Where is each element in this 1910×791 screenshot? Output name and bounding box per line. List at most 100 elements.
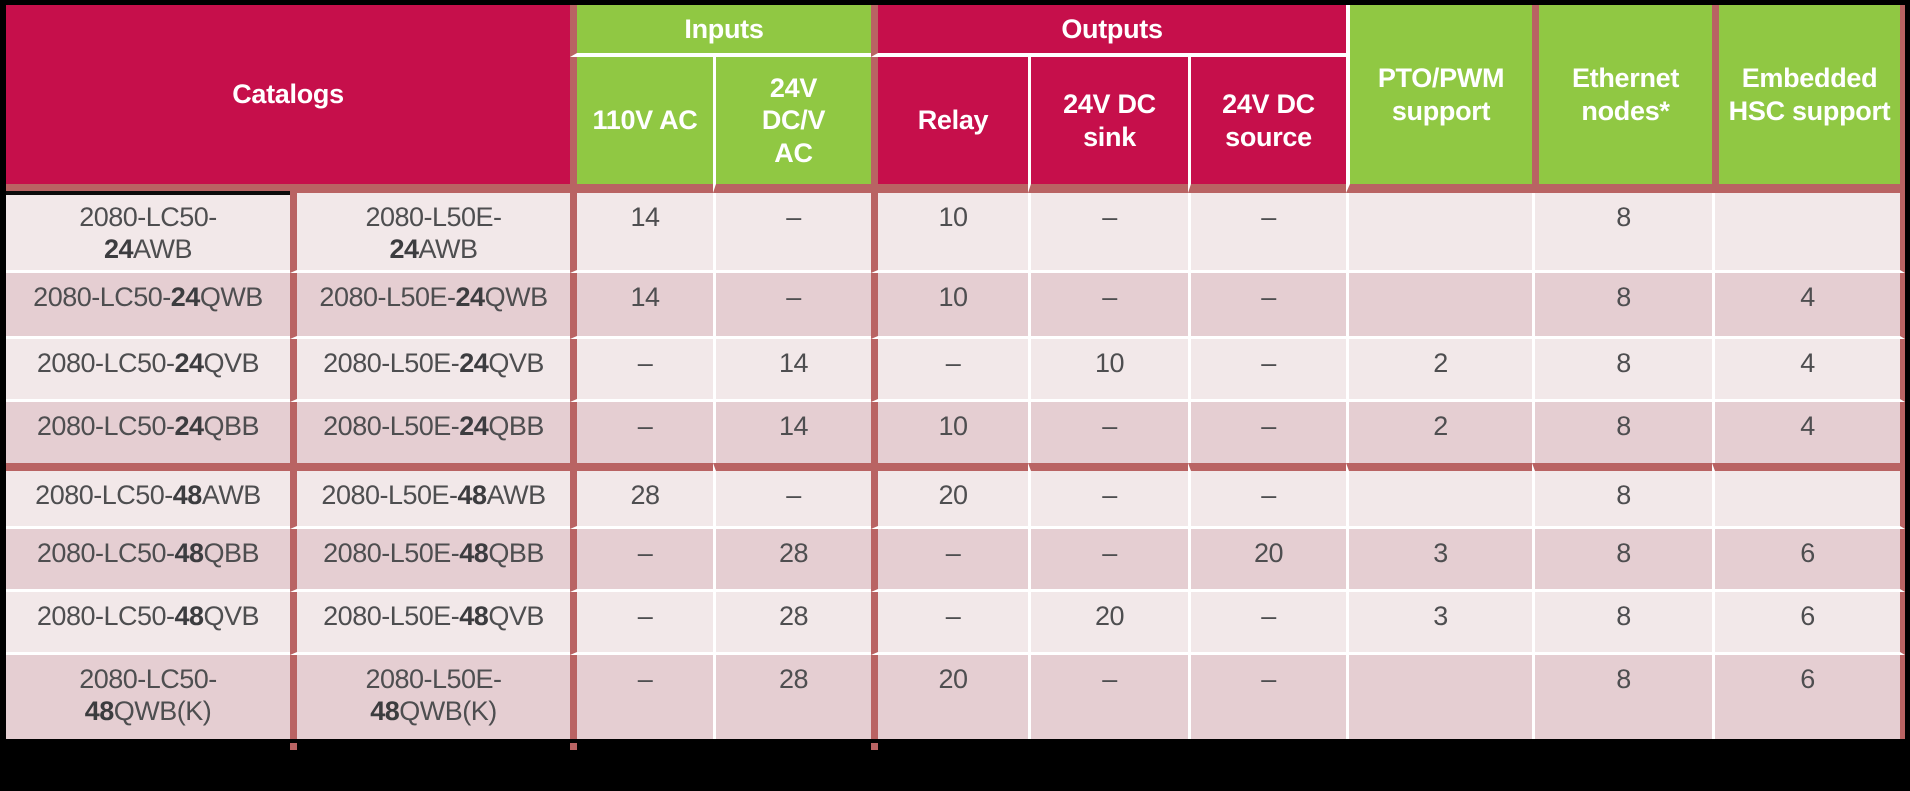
- catalog-io-count: 48: [174, 538, 205, 568]
- header-24v-dc-v-ac: 24V DC/V AC: [713, 57, 871, 193]
- catalog-io-count: 48: [84, 696, 115, 727]
- catalog-io-count: 24: [459, 348, 489, 378]
- catalog-prefix: 2080-LC50-: [36, 601, 175, 631]
- value-cell: 3: [1346, 592, 1533, 655]
- value-cell: –: [1028, 529, 1188, 592]
- value-cell: [1712, 463, 1906, 529]
- catalog-l50e-cell: 2080-L50E-24AWB: [290, 193, 570, 273]
- value-cell: 14: [713, 339, 871, 402]
- header-inputs-group: Inputs: [570, 5, 871, 57]
- catalog-prefix: 2080-LC50-: [33, 282, 171, 312]
- value-cell: –: [713, 273, 871, 339]
- catalog-suffix: AWB: [486, 480, 547, 510]
- value-cell: 8: [1532, 529, 1713, 592]
- value-cell: [1346, 193, 1533, 273]
- catalog-io-count: 48: [172, 480, 203, 510]
- header-110v-ac: 110V AC: [570, 57, 713, 193]
- catalog-l50e-cell: 2080-L50E-24QBB: [290, 402, 570, 463]
- value-cell: –: [570, 592, 713, 655]
- catalog-suffix: QWB(K): [113, 696, 212, 727]
- value-cell: 28: [713, 655, 871, 739]
- catalog-prefix: 2080-L50E-: [321, 480, 458, 510]
- value-cell: 3: [1346, 529, 1533, 592]
- value-cell: –: [1188, 592, 1347, 655]
- catalog-io-count: 24: [459, 411, 489, 441]
- value-cell: 4: [1712, 273, 1906, 339]
- value-cell: 20: [871, 655, 1028, 739]
- catalog-io-count: 24: [170, 282, 201, 312]
- catalog-io-count: 48: [459, 601, 489, 631]
- value-cell: 10: [871, 193, 1028, 273]
- value-cell: 8: [1532, 339, 1713, 402]
- value-cell: –: [1188, 273, 1347, 339]
- catalog-lc50-cell: 2080-LC50-48QWB(K): [6, 655, 290, 739]
- catalog-io-count: 24: [103, 234, 134, 265]
- catalog-suffix: QVB: [488, 348, 544, 378]
- value-cell: 6: [1712, 655, 1906, 739]
- header-sub-row: 110V AC 24V DC/V AC Relay 24V DC sink 24…: [6, 57, 1905, 193]
- value-cell: 10: [871, 402, 1028, 463]
- value-cell: 20: [1028, 592, 1188, 655]
- header-24v-dc-sink: 24V DC sink: [1028, 57, 1188, 193]
- catalog-suffix: QVB: [203, 601, 260, 631]
- catalog-suffix: AWB: [133, 234, 193, 265]
- value-cell: –: [1028, 402, 1188, 463]
- value-cell: [1712, 193, 1906, 273]
- value-cell: 8: [1532, 592, 1713, 655]
- catalog-l50e-cell: 2080-L50E-48QVB: [290, 592, 570, 655]
- catalog-suffix: QBB: [203, 538, 260, 568]
- value-cell: 2: [1346, 402, 1533, 463]
- catalog-prefix: 2080-L50E-: [365, 664, 502, 694]
- catalog-prefix: 2080-L50E-: [365, 202, 502, 232]
- value-cell: 28: [713, 529, 871, 592]
- value-cell: –: [713, 463, 871, 529]
- catalog-suffix: QVB: [203, 348, 260, 378]
- catalog-prefix: 2080-LC50-: [35, 480, 173, 510]
- header-outputs-group: Outputs: [871, 5, 1347, 57]
- value-cell: 14: [570, 273, 713, 339]
- value-cell: 8: [1532, 402, 1713, 463]
- catalog-prefix: 2080-LC50-: [36, 411, 175, 441]
- value-cell: –: [1028, 273, 1188, 339]
- catalog-io-count: 48: [370, 696, 400, 727]
- value-cell: 20: [871, 463, 1028, 529]
- catalog-suffix: QWB(K): [399, 696, 497, 727]
- value-cell: 4: [1712, 339, 1906, 402]
- header-relay: Relay: [871, 57, 1028, 193]
- value-cell: –: [570, 529, 713, 592]
- value-cell: 8: [1532, 273, 1713, 339]
- catalog-suffix: QWB: [199, 282, 264, 312]
- catalog-lc50-cell: 2080-LC50-48QBB: [6, 529, 290, 592]
- value-cell: –: [1028, 193, 1188, 273]
- catalog-prefix: 2080-L50E-: [323, 411, 460, 441]
- table-border-stub: [871, 743, 878, 750]
- value-cell: –: [871, 592, 1028, 655]
- catalog-suffix: AWB: [418, 234, 479, 265]
- value-cell: –: [1028, 463, 1188, 529]
- value-cell: 10: [871, 273, 1028, 339]
- catalog-l50e-cell: 2080-L50E-48AWB: [290, 463, 570, 529]
- catalog-prefix: 2080-L50E-: [323, 348, 460, 378]
- catalog-prefix: 2080-L50E-: [319, 282, 456, 312]
- header-pto-pwm-support: PTO/PWM support: [1346, 5, 1533, 193]
- catalog-suffix: AWB: [201, 480, 262, 510]
- value-cell: –: [871, 339, 1028, 402]
- value-cell: 28: [570, 463, 713, 529]
- value-cell: –: [570, 655, 713, 739]
- value-cell: 4: [1712, 402, 1906, 463]
- value-cell: 10: [1028, 339, 1188, 402]
- value-cell: 6: [1712, 529, 1906, 592]
- catalog-lc50-cell: 2080-LC50-48QVB: [6, 592, 290, 655]
- table-border-stub: [290, 743, 297, 750]
- value-cell: 28: [713, 592, 871, 655]
- value-cell: –: [871, 529, 1028, 592]
- value-cell: –: [1188, 463, 1347, 529]
- catalog-suffix: QWB: [484, 282, 549, 312]
- catalog-lc50-cell: 2080-LC50-24QVB: [6, 339, 290, 402]
- catalog-l50e-cell: 2080-L50E-24QWB: [290, 273, 570, 339]
- catalog-lc50-cell: 2080-LC50-24QBB: [6, 402, 290, 463]
